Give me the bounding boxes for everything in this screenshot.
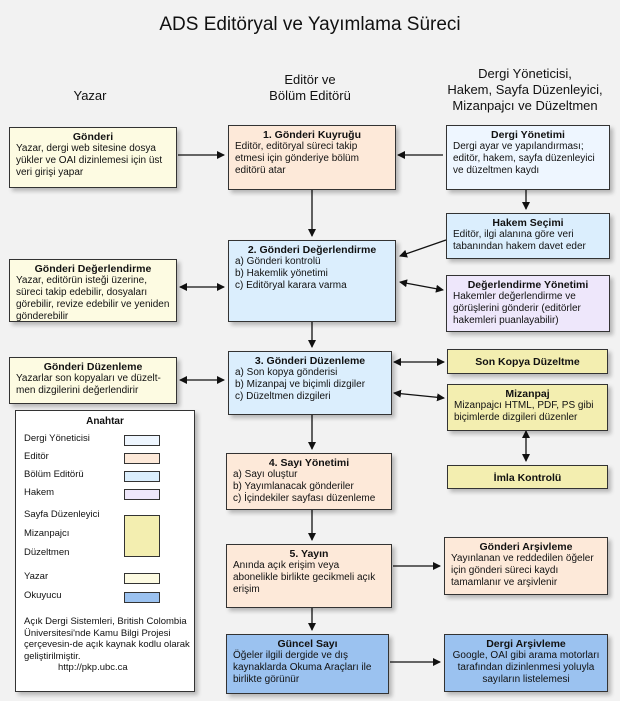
column-header-manager-line3: Mizanpajcı ve Düzeltmen — [452, 98, 598, 113]
legend-title: Anahtar — [86, 416, 124, 427]
legend-label-duzeltmen: Düzeltmen — [24, 547, 70, 558]
box-degerlendirme-item-2: b) Hakemlik yönetimi — [235, 268, 328, 279]
box-duzenleme-item-1: a) Son kopya gönderisi — [235, 367, 338, 378]
box-dergi-yonetimi-body: Dergi ayar ve yapılandırması; editör, ha… — [453, 141, 595, 176]
legend-swatch-hakem — [124, 489, 160, 500]
legend-label-bolum-editoru: Bölüm Editörü — [24, 469, 84, 480]
box-kuyruk-title: 1. Gönderi Kuyruğu — [262, 129, 361, 141]
box-yayin-title: 5. Yayın — [289, 548, 329, 560]
box-guncel-sayi: Güncel Sayı Öğeler ilgili dergide ve dış… — [226, 634, 389, 694]
box-degerlendirme: 2. Gönderi Değerlendirme a) Gönderi kont… — [228, 240, 396, 322]
legend-swatch-bolum-editoru — [124, 471, 160, 482]
box-gonderi-degerlendirme: Gönderi Değerlendirme Yazar, editörün is… — [9, 259, 177, 322]
legend-label-editor: Editör — [24, 451, 49, 462]
box-kuyruk-body: Editör, editöryal süreci takip etmesi iç… — [235, 141, 359, 176]
diagram-title: ADS Editöryal ve Yayımlama Süreci — [159, 14, 461, 35]
column-header-editor-line2: Bölüm Editörü — [269, 88, 351, 103]
box-degerlendirme-item-3: c) Editöryal karara varma — [235, 280, 347, 291]
box-degerlendirme-yonetimi-body: Hakemler değerlendirme ve görüşlerini gö… — [453, 291, 581, 326]
box-imla: İmla Kontrolü — [447, 465, 608, 489]
box-sayi-yonetimi-item-1: a) Sayı oluştur — [233, 469, 298, 480]
column-header-editor: Editör ve Bölüm Editörü — [240, 72, 380, 104]
box-gonderi-duzenleme: Gönderi Düzenleme Yazarlar son kopyaları… — [9, 357, 177, 404]
arrow-degerlendirme-yonetimi — [399, 279, 444, 293]
box-mizanpaj: Mizanpaj Mizanpajcı HTML, PDF, PS gibi b… — [447, 384, 608, 431]
box-mizanpaj-title: Mizanpaj — [505, 388, 550, 400]
box-degerlendirme-yonetimi: Değerlendirme Yönetimi Hakemler değerlen… — [446, 275, 610, 332]
box-dergi-arsivleme-title: Dergi Arşivleme — [486, 638, 566, 650]
box-hakem-secimi-title: Hakem Seçimi — [492, 217, 564, 229]
column-header-manager-line1: Dergi Yöneticisi, — [478, 66, 572, 81]
box-mizanpaj-body: Mizanpajcı HTML, PDF, PS gibi biçimlerde… — [454, 400, 594, 423]
box-sayi-yonetimi-title: 4. Sayı Yönetimi — [268, 457, 350, 469]
box-hakem-secimi-body: Editör, ilgi alanına göre veri tabanında… — [453, 229, 586, 252]
legend-label-mizanpajci: Mizanpajcı — [24, 528, 70, 539]
box-gonderi-duzenleme-body: Yazarlar son kopyaları ve düzelt-men diz… — [16, 373, 161, 396]
box-imla-title: İmla Kontrolü — [493, 472, 562, 484]
box-gonderi: Gönderi Yazar, dergi web sitesine dosya … — [9, 127, 177, 188]
box-son-kopya: Son Kopya Düzeltme — [447, 349, 608, 374]
legend-swatch-sayfa-duzenleyici — [124, 515, 160, 557]
box-yayin: 5. Yayın Anında açık erişim veya aboneli… — [226, 544, 392, 608]
box-kuyruk: 1. Gönderi Kuyruğu Editör, editöryal sür… — [228, 125, 396, 190]
box-duzenleme-title: 3. Gönderi Düzenleme — [254, 355, 366, 367]
box-dergi-yonetimi-title: Dergi Yönetimi — [491, 129, 565, 141]
box-guncel-sayi-title: Güncel Sayı — [277, 638, 338, 650]
legend-footnote-text: Açık Dergi Sistemleri, British Colombia … — [24, 616, 190, 662]
box-gonderi-title: Gönderi — [72, 131, 114, 143]
box-gonderi-arsivleme-body: Yayınlanan ve reddedilen öğeler için gön… — [451, 553, 594, 588]
legend-footnote: Açık Dergi Sistemleri, British Colombia … — [24, 616, 190, 674]
box-duzenleme-item-3: c) Düzeltmen dizgileri — [235, 391, 331, 402]
box-gonderi-arsivleme-title: Gönderi Arşivleme — [479, 541, 573, 553]
legend-swatch-yazar — [124, 573, 160, 584]
legend-label-sayfa-duzenleyici: Sayfa Düzenleyici — [24, 509, 100, 520]
box-sayi-yonetimi-item-3: c) İçindekiler sayfası düzenleme — [233, 493, 376, 504]
box-degerlendirme-item-1: a) Gönderi kontrolü — [235, 256, 321, 267]
box-guncel-sayi-body: Öğeler ilgili dergide ve dış kaynaklarda… — [233, 650, 372, 685]
box-gonderi-degerlendirme-title: Gönderi Değerlendirme — [34, 263, 152, 275]
box-yayin-body: Anında açık erişim veya abonelikle birli… — [233, 560, 376, 595]
box-duzenleme: 3. Gönderi Düzenleme a) Son kopya gönder… — [228, 351, 392, 415]
box-dergi-arsivleme-body: Google, OAI gibi arama motorları tarafın… — [452, 650, 600, 685]
legend-label-hakem: Hakem — [24, 487, 55, 498]
box-gonderi-body: Yazar, dergi web sitesine dosya yükler v… — [16, 143, 163, 178]
legend-label-yazar: Yazar — [24, 571, 49, 582]
legend: Anahtar Dergi Yöneticisi Editör Bölüm Ed… — [15, 410, 195, 692]
box-degerlendirme-title: 2. Gönderi Değerlendirme — [247, 244, 377, 256]
column-header-manager-line2: Hakem, Sayfa Düzenleyici, — [447, 82, 603, 97]
box-hakem-secimi: Hakem Seçimi Editör, ilgi alanına göre v… — [446, 213, 610, 259]
box-dergi-arsivleme: Dergi Arşivleme Google, OAI gibi arama m… — [444, 634, 608, 692]
box-sayi-yonetimi-item-2: b) Yayımlanacak gönderiler — [233, 481, 354, 492]
box-gonderi-arsivleme: Gönderi Arşivleme Yayınlanan ve reddedil… — [444, 537, 608, 595]
legend-label-dergi-yoneticisi: Dergi Yöneticisi — [24, 433, 90, 444]
legend-swatch-dergi-yoneticisi — [124, 435, 160, 446]
legend-footnote-url: http://pkp.ubc.ca — [58, 662, 128, 673]
box-son-kopya-title: Son Kopya Düzeltme — [475, 356, 580, 368]
box-gonderi-duzenleme-title: Gönderi Düzenleme — [43, 361, 143, 373]
arrow-hakem-to-degerlendirme — [399, 239, 447, 258]
legend-swatch-okuyucu — [124, 592, 160, 603]
column-header-manager: Dergi Yöneticisi, Hakem, Sayfa Düzenleyi… — [430, 66, 620, 114]
legend-swatch-editor — [124, 453, 160, 464]
arrow-duzenleme-mizanpaj — [393, 389, 445, 402]
column-header-editor-line1: Editör ve — [284, 72, 336, 87]
legend-label-okuyucu: Okuyucu — [24, 590, 62, 601]
box-gonderi-degerlendirme-body: Yazar, editörün isteği üzerine, süreci t… — [16, 275, 170, 322]
box-duzenleme-item-2: b) Mizanpaj ve biçimli dizgiler — [235, 379, 366, 390]
column-header-author: Yazar — [50, 88, 130, 104]
box-degerlendirme-yonetimi-title: Değerlendirme Yönetimi — [467, 279, 589, 291]
box-dergi-yonetimi: Dergi Yönetimi Dergi ayar ve yapılandırm… — [446, 125, 610, 190]
column-header-author-text: Yazar — [73, 88, 107, 103]
box-sayi-yonetimi: 4. Sayı Yönetimi a) Sayı oluştur b) Yayı… — [226, 453, 392, 510]
